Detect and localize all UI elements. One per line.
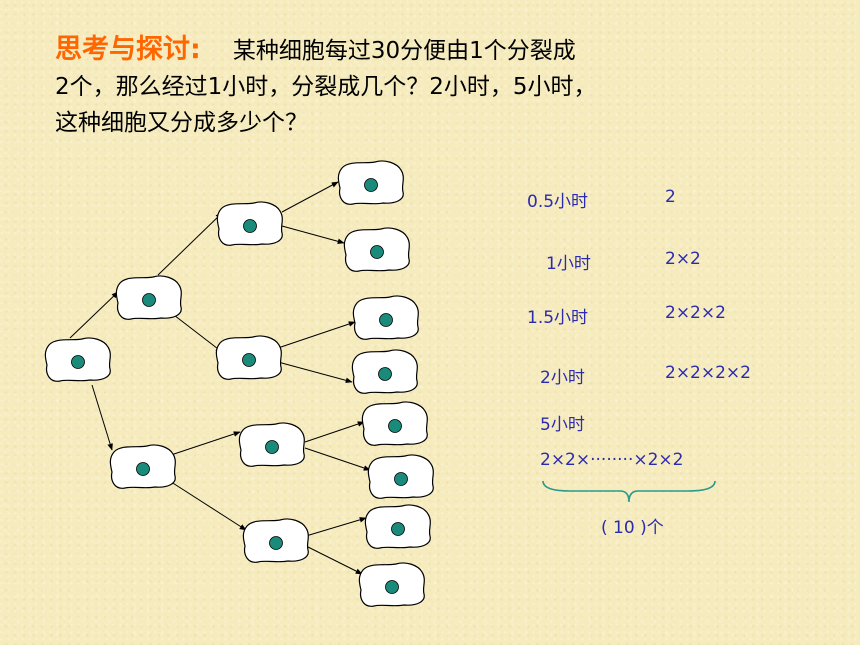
cell-gen1-lower [109,444,176,489]
cells [44,160,434,607]
arrow-root-lower [91,384,113,451]
brace-count-label: ( 10 )个 [601,518,664,538]
arrow-g2d-upper [305,517,367,537]
nucleus [136,462,150,476]
cell-gen1-upper [115,275,182,320]
cell-gen3-8 [358,562,425,607]
arrow-g2d-lower [305,545,363,575]
nucleus [142,293,156,307]
cell-gen3-2 [343,227,410,272]
cell-gen2-d [242,518,309,563]
row-time-0-5h: 0.5小时 [527,192,589,212]
question-line-1: 某种细胞每过30分便由1个分裂成 [232,38,576,64]
row-time-1h: 1小时 [546,254,591,274]
arrow-g2c-lower [304,447,371,471]
row-count-2h: 2×2×2×2 [665,363,751,383]
cell-gen3-4 [351,349,418,394]
arrow-g2b-upper [277,321,356,349]
question-line-2: 2个，那么经过1小时，分裂成几个？2小时，5小时， [55,74,597,100]
nucleus [242,353,256,367]
row-time-2h: 2小时 [540,368,585,388]
arrow-g2b-lower [277,361,353,384]
cell-gen2-a [216,201,283,246]
row-time-5h: 5小时 [540,415,585,435]
cell-gen3-1 [337,160,404,205]
question-text: 思考与探讨: 某种细胞每过30分便由1个分裂成 2个，那么经过1小时，分裂成几个？… [55,32,835,141]
row-count-1-5h: 2×2×2 [665,303,726,323]
cell-gen2-c [238,422,305,467]
arrow-g2c-upper [304,421,365,443]
nucleus [388,419,402,433]
cell-gen3-6 [367,454,434,499]
cell-gen2-b [215,335,282,380]
cell-root [44,337,111,382]
arrow-g1a-lower [169,311,223,353]
nucleus [378,367,392,381]
five-hour-expression: 2×2×········×2×2 [540,450,684,470]
question-heading: 思考与探讨: [55,34,201,65]
nucleus [391,522,405,536]
nucleus [71,355,85,369]
cell-gen3-3 [352,295,419,340]
arrow-g1b-lower [164,477,247,531]
nucleus [370,245,384,259]
division-arrows [69,181,371,575]
cell-gen3-5 [361,401,428,446]
nucleus [394,472,408,486]
row-count-1h: 2×2 [665,249,701,269]
nucleus [364,178,378,192]
arrow-g2a-upper [281,181,339,213]
row-count-0-5h: 2 [665,187,676,207]
nucleus [385,580,399,594]
arrow-root-upper [69,291,119,339]
arrow-g2a-lower [281,225,345,245]
cell-gen3-7 [364,504,431,549]
nucleus [265,440,279,454]
row-time-1-5h: 1.5小时 [527,308,589,328]
arrow-g1a-upper [157,212,223,276]
nucleus [243,219,257,233]
curly-brace [542,480,716,503]
nucleus [379,313,393,327]
arrow-g1b-upper [167,431,241,457]
nucleus [269,536,283,550]
question-line-3: 这种细胞又分成多少个？ [55,110,308,136]
